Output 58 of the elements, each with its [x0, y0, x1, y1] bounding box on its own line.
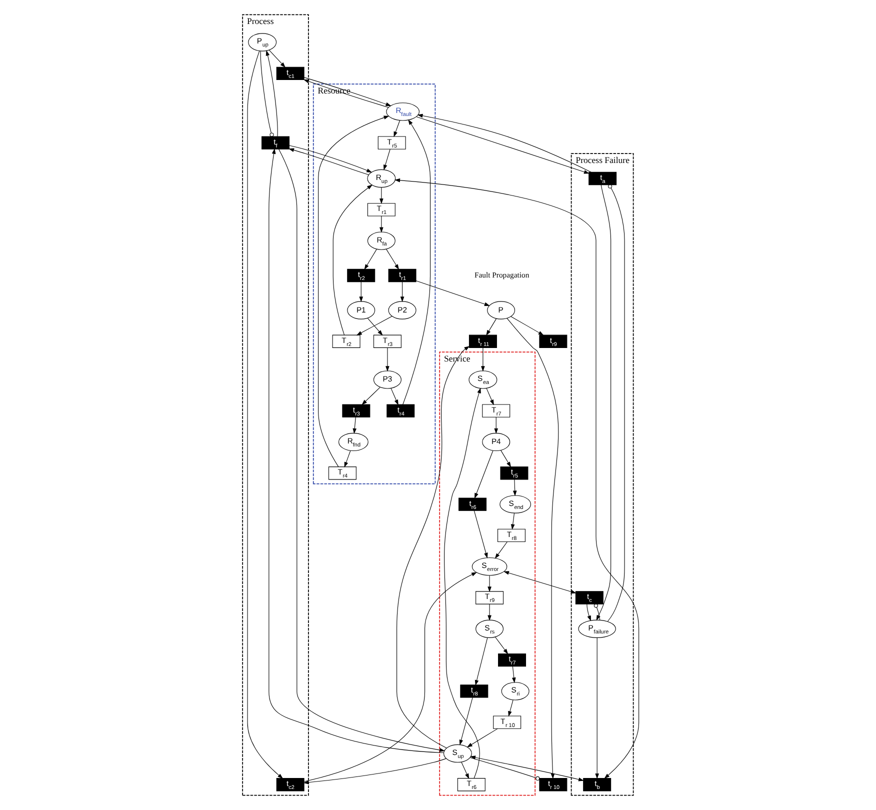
arrow — [494, 416, 498, 434]
arrow — [385, 347, 389, 372]
arrow — [394, 178, 639, 779]
arrow — [586, 604, 590, 622]
arrow — [379, 187, 383, 204]
arrow — [494, 542, 508, 559]
arrow — [265, 50, 278, 137]
arrow — [486, 388, 494, 406]
arrow — [487, 604, 491, 621]
arrow — [358, 282, 363, 302]
arrow — [443, 388, 480, 778]
arrow — [486, 318, 496, 336]
arrow — [458, 697, 472, 746]
arrow — [473, 510, 488, 558]
arrow — [332, 184, 372, 336]
arrow — [364, 249, 376, 270]
arrow — [460, 762, 469, 780]
arrow — [510, 512, 514, 530]
arrow — [474, 638, 488, 686]
arrow — [500, 450, 511, 468]
arrow — [596, 184, 611, 621]
arrow — [366, 318, 382, 336]
arrow — [318, 116, 389, 468]
connector — [260, 50, 274, 137]
arrow — [268, 50, 285, 68]
arrow — [502, 571, 576, 594]
arrow — [379, 216, 383, 233]
arrow — [390, 388, 398, 406]
arrow — [474, 450, 493, 499]
arrow — [470, 756, 584, 782]
arrow — [361, 387, 380, 405]
arrow — [512, 666, 516, 684]
label: Fault Propagation — [474, 270, 529, 280]
arrow — [400, 282, 404, 302]
arrow — [352, 416, 356, 434]
arrow — [466, 728, 498, 748]
connector — [469, 757, 540, 780]
arrow — [480, 347, 484, 372]
arrow — [512, 479, 516, 496]
arrow — [246, 50, 283, 779]
arrow — [415, 280, 490, 306]
arrow — [506, 318, 558, 780]
arrow — [386, 249, 399, 270]
connector — [606, 184, 624, 622]
arrow — [302, 758, 446, 784]
arrow — [356, 316, 392, 336]
arrow — [344, 450, 350, 468]
arrow — [393, 120, 400, 138]
arrow — [494, 636, 508, 654]
arrow — [402, 119, 430, 405]
arrow — [594, 638, 599, 779]
arrow — [396, 346, 470, 748]
arrow — [303, 572, 477, 782]
arrow — [510, 316, 544, 336]
connector — [593, 604, 600, 620]
arrow — [508, 700, 513, 717]
arrow — [487, 575, 491, 592]
arrow — [383, 148, 390, 170]
